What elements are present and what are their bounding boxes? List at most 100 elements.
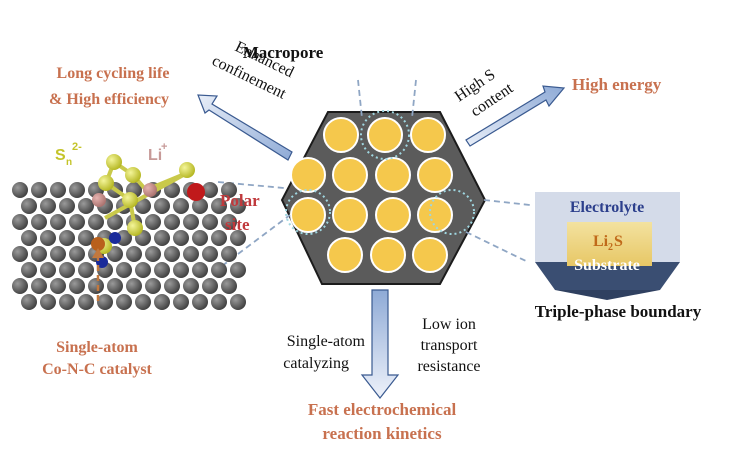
sulfur-pore <box>417 197 453 233</box>
electrolyte-label: Electrolyte <box>570 199 644 216</box>
enhanced-confinement-arrow <box>197 94 293 161</box>
carbon-atom <box>145 278 161 294</box>
co-n-c-graphene-model <box>12 182 246 310</box>
substrate-label: Substrate <box>574 257 640 274</box>
pore-highlight-left <box>285 189 331 235</box>
carbon-atom <box>173 262 189 278</box>
carbon-atom <box>145 246 161 262</box>
carbon-atom <box>211 294 227 310</box>
carbon-atom <box>183 246 199 262</box>
sulfur-pore <box>412 237 448 273</box>
carbon-atom <box>59 294 75 310</box>
sulfur-pore <box>290 157 326 193</box>
li-superscript: + <box>161 141 167 153</box>
carbon-atom <box>173 198 189 214</box>
carbon-atom <box>202 246 218 262</box>
carbon-atom <box>12 214 28 230</box>
carbon-atom <box>50 182 66 198</box>
carbon-atom <box>69 278 85 294</box>
sulfur-pore <box>417 157 453 193</box>
li2s-li: Li <box>593 233 609 250</box>
carbon-atom <box>50 278 66 294</box>
carbon-atom <box>107 278 123 294</box>
carbon-atom <box>173 230 189 246</box>
carbon-atom <box>21 262 37 278</box>
carbon-atom <box>31 182 47 198</box>
carbon-atom <box>97 294 113 310</box>
high-energy-label: High energy <box>572 75 662 94</box>
carbon-atom <box>116 230 132 246</box>
carbon-atom <box>164 278 180 294</box>
carbon-atom <box>78 262 94 278</box>
fast-kinetics-label-2: reaction kinetics <box>322 424 442 443</box>
carbon-atom <box>88 278 104 294</box>
carbon-atom <box>164 182 180 198</box>
pore-highlight-right <box>429 189 475 235</box>
carbon-atom <box>78 230 94 246</box>
carbon-atom <box>154 262 170 278</box>
carbon-atom <box>31 214 47 230</box>
sulfur-pore <box>410 117 446 153</box>
polar-label: Polar <box>220 191 260 210</box>
carbon-atom <box>192 198 208 214</box>
low-ion-label-1: Low ion <box>422 316 476 333</box>
carbon-atom <box>40 230 56 246</box>
carbon-atom <box>183 278 199 294</box>
carbon-atom <box>192 230 208 246</box>
carbon-atom <box>230 262 246 278</box>
site-label: site <box>225 215 250 234</box>
carbon-atom <box>230 230 246 246</box>
carbon-atom <box>88 214 104 230</box>
sn-subscript: n <box>66 157 72 168</box>
high-efficiency-label: & High efficiency <box>49 91 169 108</box>
macropore-label: Macropore <box>243 43 324 62</box>
sulfur-pore <box>375 157 411 193</box>
carbon-atom <box>164 246 180 262</box>
carbon-atom <box>107 246 123 262</box>
co-n-c-catalyst-label: Co-N-C catalyst <box>42 361 152 378</box>
sn-superscript: 2- <box>72 141 82 153</box>
single-atom-catalyst-label-1: Single-atom <box>56 339 138 356</box>
fast-kinetics-label-1: Fast electrochemical <box>308 400 457 419</box>
carbon-atom <box>221 278 237 294</box>
carbon-atom <box>126 278 142 294</box>
carbon-atom <box>183 214 199 230</box>
sulfur-pore <box>332 157 368 193</box>
sn-s: S <box>55 147 66 164</box>
sulfur-pore <box>375 197 411 233</box>
carbon-atom <box>192 294 208 310</box>
carbon-atom <box>211 230 227 246</box>
sulfur-pore <box>290 197 326 233</box>
macropore-hexagon <box>280 110 487 285</box>
carbon-atom <box>69 214 85 230</box>
carbon-atom <box>230 294 246 310</box>
carbon-atom <box>59 198 75 214</box>
low-ion-label-3: resistance <box>417 358 480 375</box>
carbon-atom <box>116 262 132 278</box>
high-s-content-arrow <box>465 85 566 147</box>
carbon-atom <box>31 278 47 294</box>
carbon-atom <box>59 262 75 278</box>
carbon-atom <box>21 198 37 214</box>
carbon-atom <box>154 198 170 214</box>
li-ion-label: Li <box>148 147 162 164</box>
carbon-atom <box>50 246 66 262</box>
carbon-atom <box>69 246 85 262</box>
carbon-atom <box>78 294 94 310</box>
carbon-atom <box>21 230 37 246</box>
carbon-atom <box>107 214 123 230</box>
carbon-atom <box>50 214 66 230</box>
carbon-atom <box>78 198 94 214</box>
cobalt-atom <box>91 237 105 251</box>
single-atom-catalyzing-label-2: catalyzing <box>283 355 349 372</box>
low-ion-label-2: transport <box>421 337 478 354</box>
carbon-atom <box>202 182 218 198</box>
carbon-atom <box>154 230 170 246</box>
sulfur-pore <box>332 197 368 233</box>
sulfur-pore <box>327 237 363 273</box>
carbon-atom <box>173 294 189 310</box>
carbon-atom <box>211 198 227 214</box>
carbon-atom <box>164 214 180 230</box>
polysulfide-label: S n 2- Li + <box>55 141 167 168</box>
li2s-label: Li 2 S <box>593 233 623 253</box>
